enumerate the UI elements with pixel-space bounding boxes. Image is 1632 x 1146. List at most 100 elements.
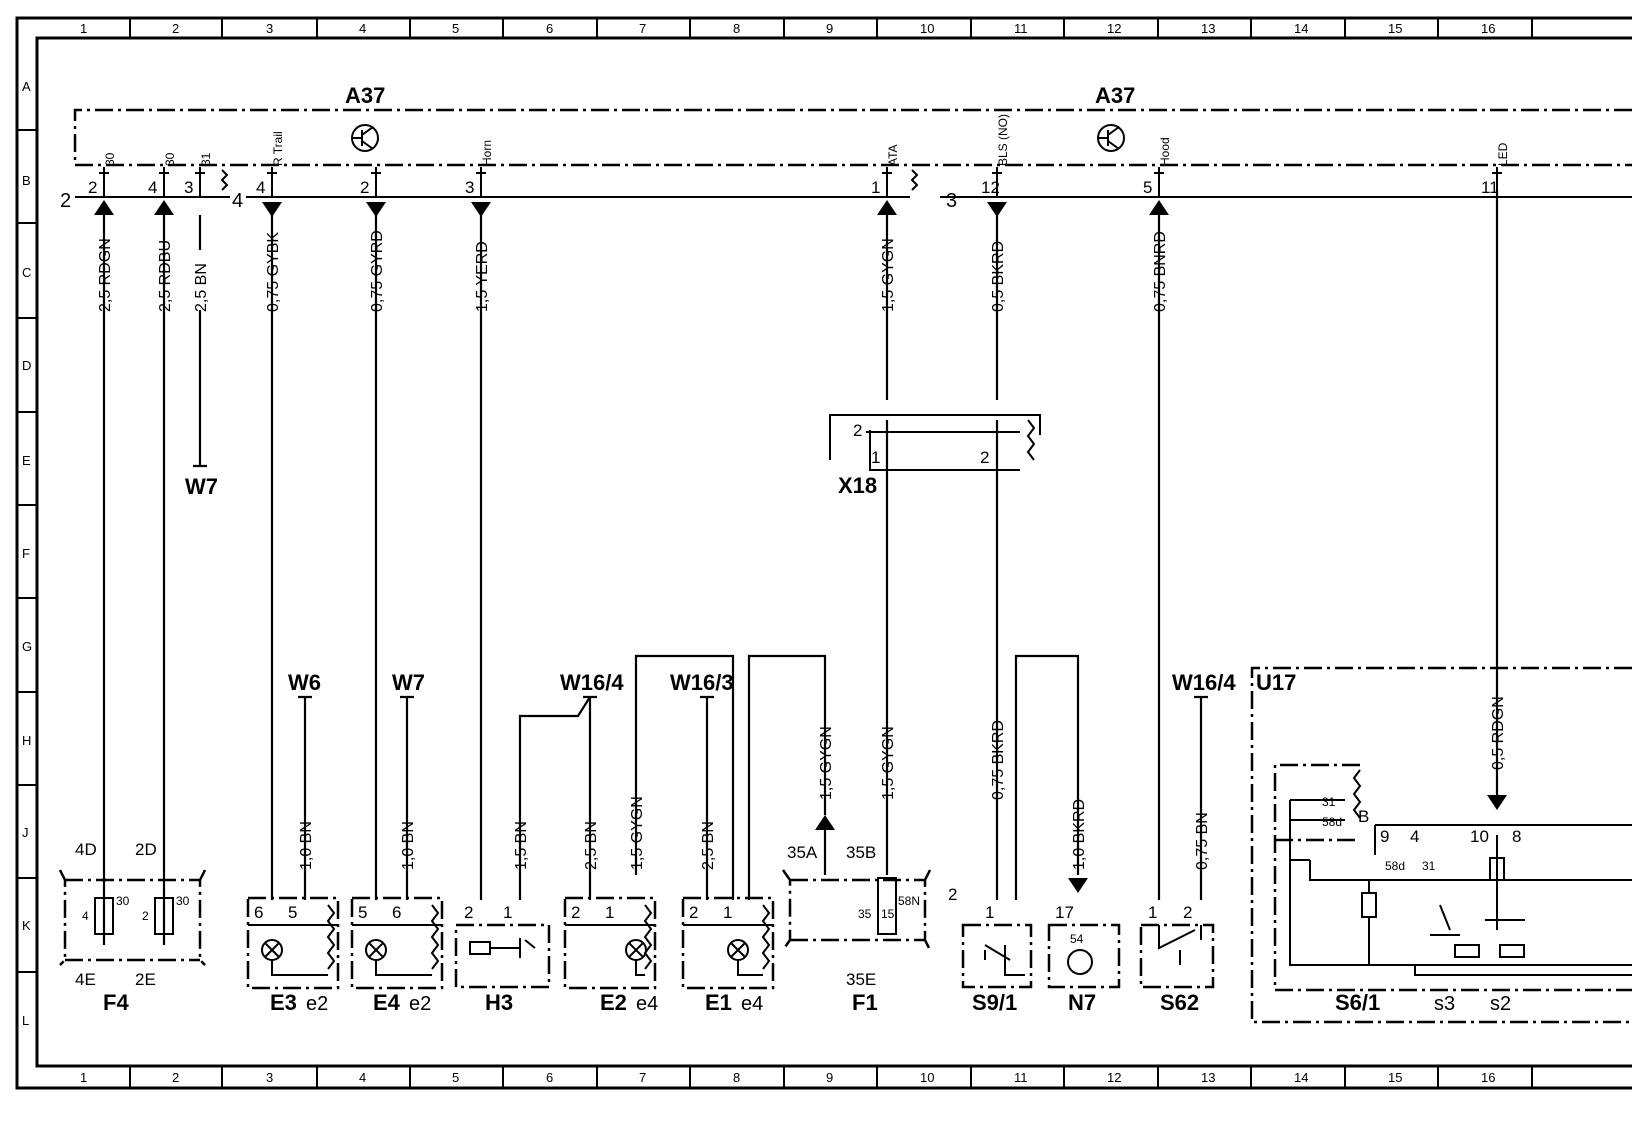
grid-col-bottom: 5 <box>452 1070 459 1085</box>
arrow-down-icon <box>1068 878 1088 893</box>
pin-number: 2 <box>360 178 369 197</box>
wire-label: 2,5 BN <box>700 821 717 870</box>
svg-text:54: 54 <box>1070 932 1084 946</box>
svg-text:4D: 4D <box>75 840 97 859</box>
svg-text:e4: e4 <box>636 993 658 1015</box>
wire-label: 2,5 BN <box>193 263 210 312</box>
wire-label: 0,75 GYRD <box>369 230 386 312</box>
grid-col-bottom: 16 <box>1481 1070 1495 1085</box>
wire-label: 1,0 BN <box>298 821 315 870</box>
grid-col-top: 1 <box>80 21 87 36</box>
svg-text:1: 1 <box>605 903 614 922</box>
wire-label: 0,75 GYBK <box>265 232 282 312</box>
w7-label: W7 <box>392 670 425 695</box>
svg-text:1: 1 <box>503 903 512 922</box>
w16-4-label-b: W16/4 <box>1172 670 1236 695</box>
x18-outline <box>829 414 1041 471</box>
pin-number: 1 <box>871 178 880 197</box>
pin-number: 11 <box>1481 178 1499 197</box>
svg-text:35: 35 <box>858 907 872 921</box>
svg-text:1: 1 <box>985 903 994 922</box>
grid-col-bottom: 8 <box>733 1070 740 1085</box>
arrow-up-icon <box>1149 200 1169 215</box>
switch-s9-1: 2 1S9/1 <box>948 885 1033 1015</box>
pin-function: Hood <box>1158 137 1172 166</box>
svg-text:2: 2 <box>689 903 698 922</box>
top-pin-p1: 230 <box>88 152 117 215</box>
grid-col-top: 11 <box>1014 21 1028 36</box>
wire-label: 2,5 RDGN <box>97 238 114 312</box>
grid-row-label: L <box>22 1013 29 1028</box>
svg-text:30: 30 <box>176 894 190 908</box>
top-pin-p2: 430 <box>148 152 177 215</box>
x18-pin1: 1 <box>871 448 880 467</box>
svg-text:2: 2 <box>142 909 149 923</box>
grid-col-top: 4 <box>359 21 366 36</box>
svg-text:31: 31 <box>1422 859 1436 873</box>
wire-label: 1,5 GYGN <box>818 726 835 800</box>
arrow-up-icon <box>154 200 174 215</box>
grid-col-bottom: 13 <box>1201 1070 1215 1085</box>
grid-col-bottom: 2 <box>172 1070 179 1085</box>
switch-icon <box>1158 925 1202 965</box>
svg-text:2: 2 <box>571 903 580 922</box>
svg-text:58d: 58d <box>1385 859 1405 873</box>
pin-function: 30 <box>103 152 117 166</box>
grid-col-bottom: 14 <box>1294 1070 1308 1085</box>
transistor-icon <box>1097 124 1125 152</box>
svg-text:5: 5 <box>288 903 297 922</box>
pin-function: 30 <box>163 152 177 166</box>
grid-col-top: 3 <box>266 21 273 36</box>
grid-col-bottom: 7 <box>639 1070 646 1085</box>
component-label: N7 <box>1068 990 1096 1015</box>
svg-text:8: 8 <box>1512 827 1521 846</box>
x18-group: 2 <box>853 421 862 440</box>
svg-text:1: 1 <box>723 903 732 922</box>
group-label-left: 2 <box>60 190 71 212</box>
arrow-down-icon <box>987 202 1007 217</box>
pin-number: 5 <box>1143 178 1152 197</box>
svg-text:4: 4 <box>82 909 89 923</box>
pin-function: R Trail <box>271 131 285 166</box>
grid-col-top: 7 <box>639 21 646 36</box>
component-label: F1 <box>852 990 878 1015</box>
svg-text:35E: 35E <box>846 970 876 989</box>
grid-col-top: 13 <box>1201 21 1215 36</box>
grid-col-top: 9 <box>826 21 833 36</box>
pin-function: Horn <box>480 140 494 166</box>
grid-col-bottom: 12 <box>1107 1070 1121 1085</box>
svg-text:B: B <box>1358 807 1369 826</box>
svg-text:58N: 58N <box>898 894 920 908</box>
w7-top-label: W7 <box>185 474 218 499</box>
group-label-right: 3 <box>946 190 957 212</box>
wire-label: 1,5 BN <box>513 821 530 870</box>
arrow-up-icon <box>815 815 835 830</box>
wire-label: 0,75 BN <box>1194 812 1211 870</box>
component-label: S9/1 <box>972 990 1017 1015</box>
grid-row-label: D <box>22 358 31 373</box>
component-label: E2 <box>600 990 627 1015</box>
arrow-down-icon <box>366 202 386 217</box>
svg-text:5: 5 <box>358 903 367 922</box>
grid-col-top: 6 <box>546 21 553 36</box>
a37-left-label: A37 <box>345 83 385 108</box>
component-label: E1 <box>705 990 732 1015</box>
component-label: E4 <box>373 990 401 1015</box>
x18-pin2: 2 <box>980 448 989 467</box>
top-pin-p5: 2 <box>360 167 386 217</box>
pin-number: 3 <box>184 178 193 197</box>
svg-text:2: 2 <box>948 885 957 904</box>
w16-3-label: W16/3 <box>670 670 734 695</box>
